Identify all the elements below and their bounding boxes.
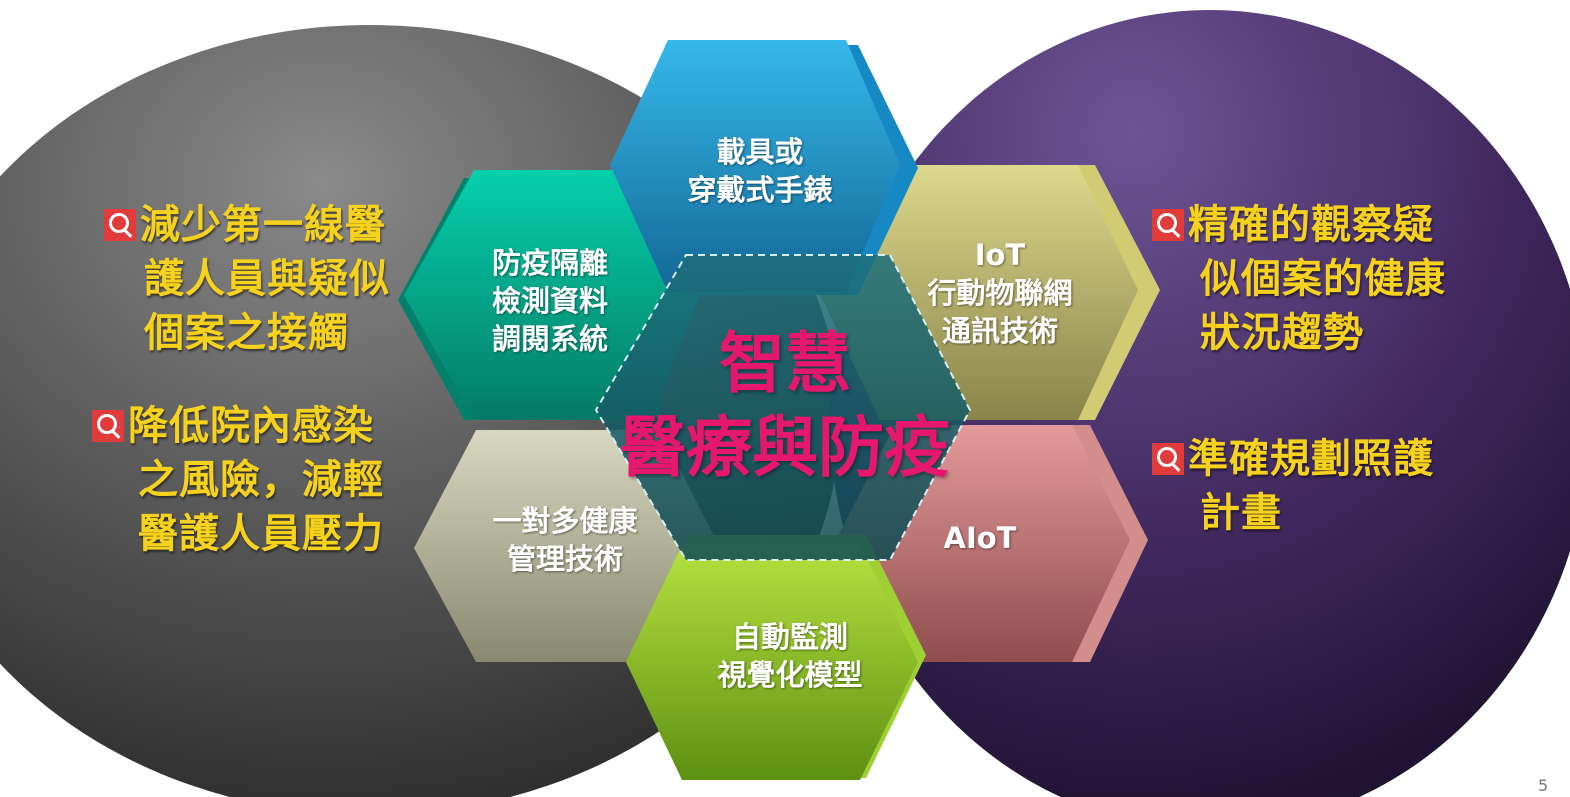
magnifier-icon (1152, 443, 1184, 475)
left-point-1: 減少第一線醫 護人員與疑似 個案之接觸 (104, 198, 390, 360)
hex-label-upper-right: IoT 行動物聯網 通訊技術 (927, 238, 1073, 348)
magnifier-icon (104, 209, 136, 241)
hex-label-lower-right: AIoT (943, 521, 1017, 555)
magnifier-icon (1152, 209, 1184, 241)
hex-label-top: 載具或 穿戴式手錶 (687, 135, 833, 207)
right-point-2: 準確規劃照護 計畫 (1152, 432, 1434, 540)
hex-label-lower-left: 一對多健康 管理技術 (492, 504, 638, 576)
left-point-2: 降低院內感染 之風險，減輕 醫護人員壓力 (92, 399, 384, 561)
center-title: 智慧 醫療與防疫 (620, 325, 950, 486)
hex-label-bottom: 自動監測 視覺化模型 (717, 620, 863, 692)
page-number: 5 (1538, 776, 1549, 795)
right-point-1: 精確的觀察疑 似個案的健康 狀況趨勢 (1152, 198, 1446, 360)
magnifier-icon (92, 410, 124, 442)
hex-label-upper-left: 防疫隔離 檢測資料 調閱系統 (491, 246, 608, 356)
center-hex (594, 254, 972, 561)
hex-bottom (626, 535, 926, 780)
hex-top (610, 40, 918, 295)
